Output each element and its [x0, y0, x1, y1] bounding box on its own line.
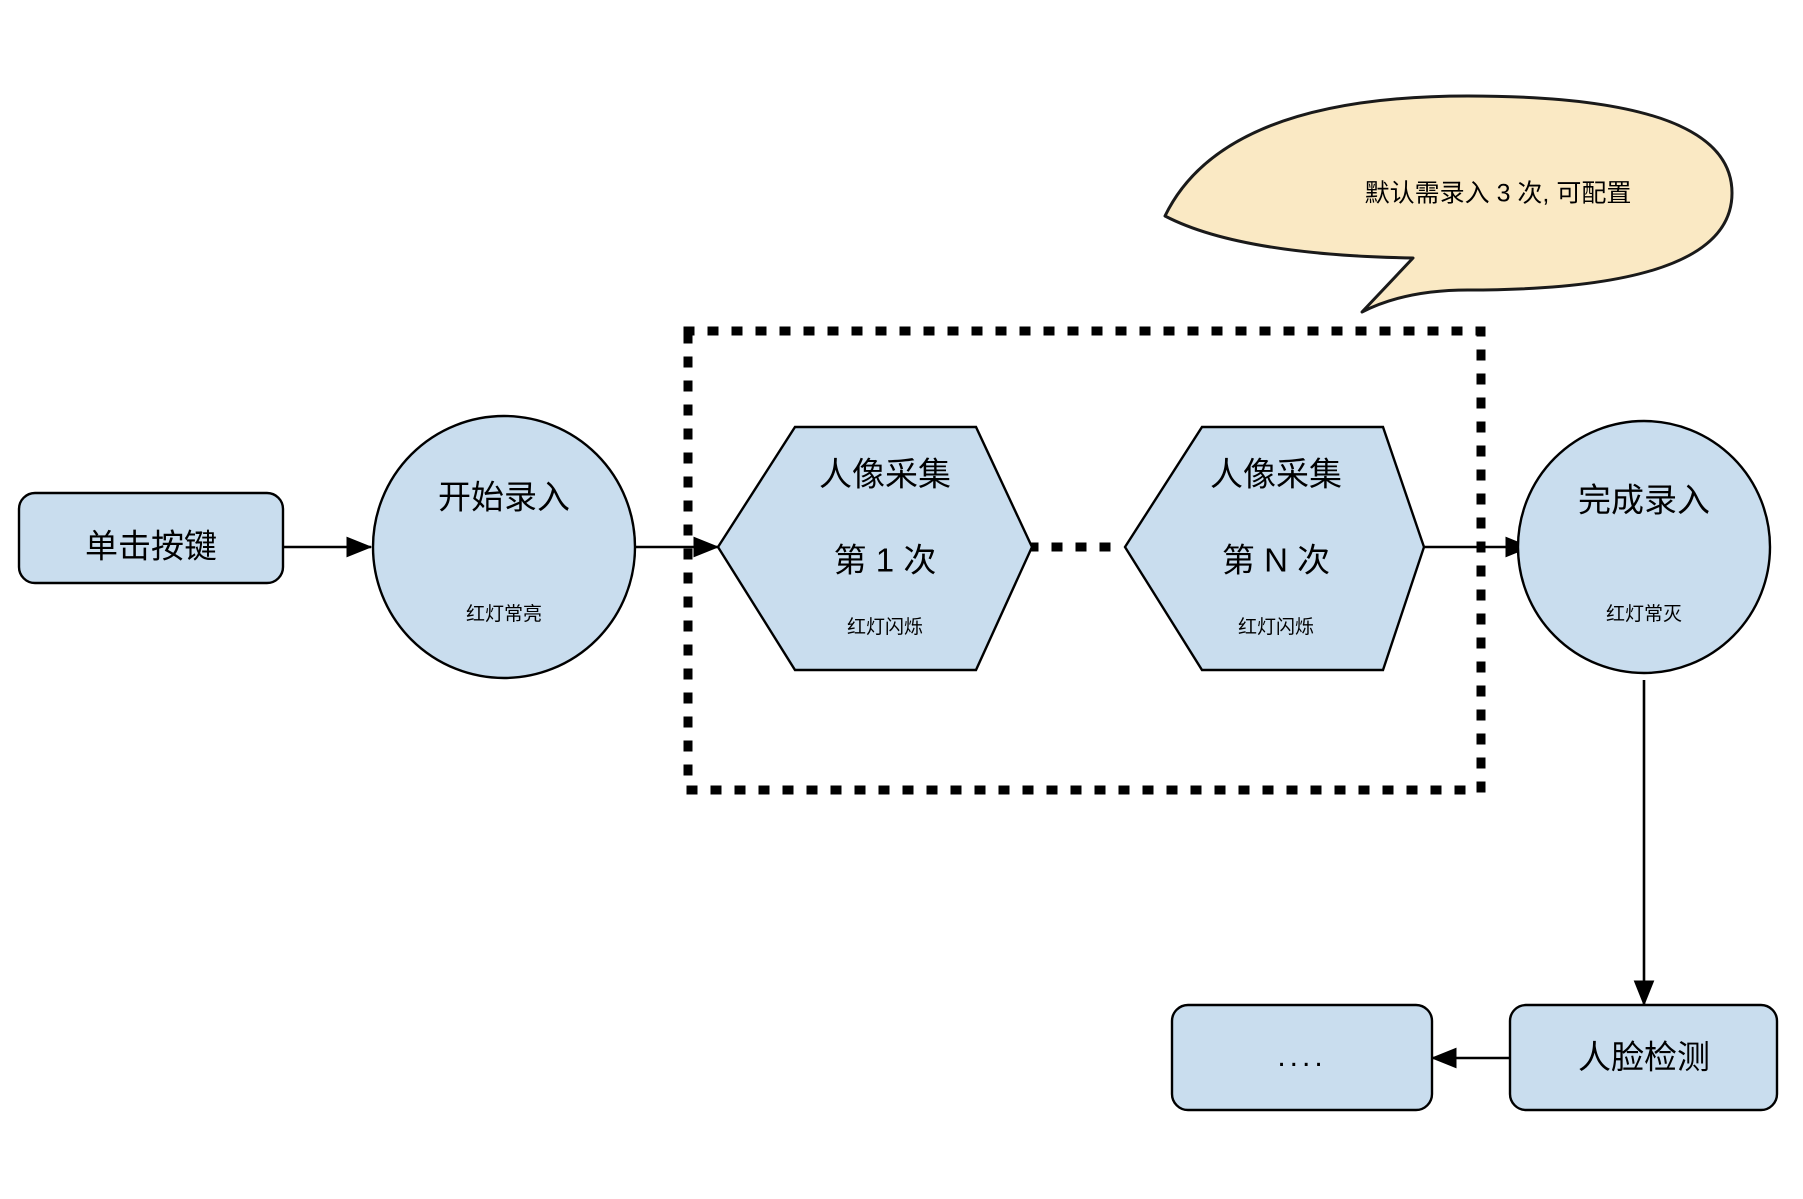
node-capture-nth[interactable]: 人像采集 第 N 次 红灯闪烁 [1123, 425, 1426, 672]
node-more-steps[interactable]: .... [1170, 1003, 1434, 1112]
node-capture-first[interactable]: 人像采集 第 1 次 红灯闪烁 [716, 425, 1034, 672]
node-capture-first-sublabel: 红灯闪烁 [847, 616, 923, 638]
node-more-steps-label: .... [1277, 1040, 1326, 1073]
node-more-steps-shape [1170, 1003, 1434, 1112]
node-start-enroll-label: 开始录入 [438, 479, 570, 516]
node-finish-enroll-label: 完成录入 [1578, 482, 1710, 519]
node-capture-first-shape [716, 425, 1034, 672]
node-capture-nth-label2: 第 N 次 [1222, 542, 1330, 579]
callout-bubble[interactable]: 默认需录入 3 次, 可配置 [1163, 94, 1734, 314]
node-finish-enroll-sublabel: 红灯常灭 [1606, 603, 1682, 625]
node-capture-nth-shape [1123, 425, 1426, 672]
node-click-button-label: 单击按键 [85, 528, 217, 565]
callout-bubble-shape [1163, 94, 1734, 314]
node-finish-enroll-shape [1516, 419, 1772, 675]
node-face-detect-label: 人脸检测 [1578, 1039, 1710, 1076]
node-click-button-shape [17, 491, 285, 585]
node-face-detect[interactable]: 人脸检测 [1508, 1003, 1779, 1112]
node-click-button[interactable]: 单击按键 [17, 491, 285, 585]
callout-bubble-text: 默认需录入 3 次, 可配置 [1365, 180, 1632, 208]
node-capture-first-label2: 第 1 次 [834, 542, 937, 579]
node-face-detect-shape [1508, 1003, 1779, 1112]
node-start-enroll-shape [371, 414, 637, 680]
node-capture-nth-sublabel: 红灯闪烁 [1238, 616, 1314, 638]
node-start-enroll-sublabel: 红灯常亮 [466, 603, 542, 625]
node-start-enroll[interactable]: 开始录入 红灯常亮 [371, 414, 637, 680]
node-capture-nth-label: 人像采集 [1210, 456, 1342, 493]
node-capture-first-label: 人像采集 [819, 456, 951, 493]
node-finish-enroll[interactable]: 完成录入 红灯常灭 [1516, 419, 1772, 675]
